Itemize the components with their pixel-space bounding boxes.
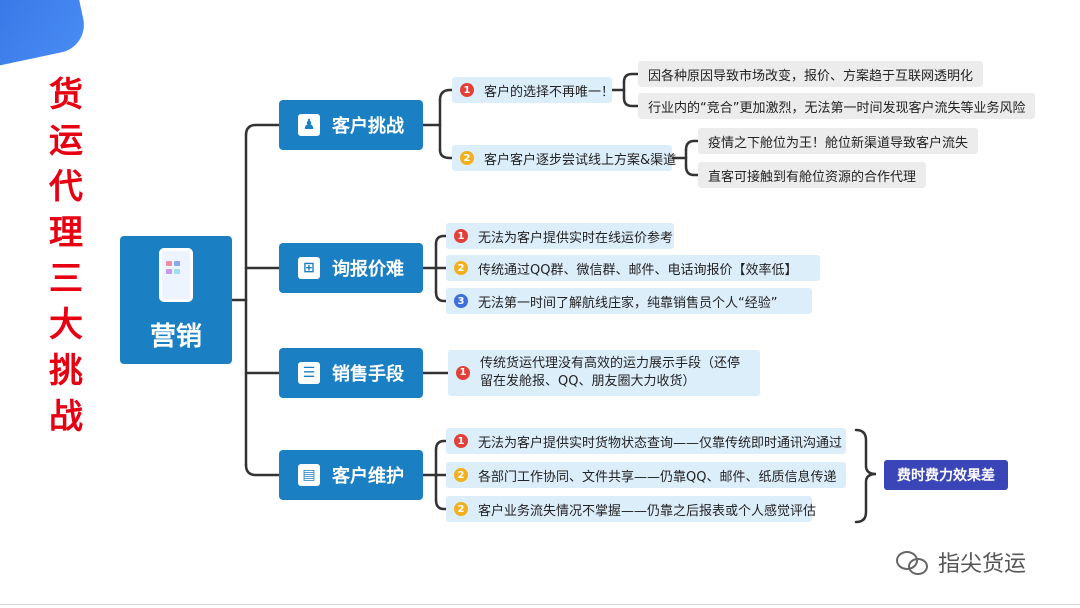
item-text: 无法为客户提供实时货物状态查询——仅靠传统即时通讯沟通过 [478, 435, 843, 451]
number-badge: 2 [454, 468, 468, 482]
list-item: 1 传统货运代理没有高效的运力展示手段（还停留在发舱报、QQ、朋友圈大力收货） [448, 350, 760, 396]
root-label: 营销 [149, 321, 202, 352]
number-badge: 2 [454, 502, 468, 516]
list-item: 3 无法第一时间了解航线庄家，纯靠销售员个人“经验” [446, 288, 812, 314]
watermark: 指尖货运 [896, 546, 1026, 578]
checklist-icon: ☰ [298, 362, 320, 384]
list-item: 1 客户的选择不再唯一！ [452, 77, 615, 103]
branch-label: 询报价难 [332, 259, 404, 280]
title-char: 战 [49, 397, 83, 437]
list-item: 1 无法为客户提供实时在线运价参考 [446, 223, 674, 249]
detail-item: 因各种原因导致市场改变，报价、方案趋于互联网透明化 [638, 61, 984, 87]
branch-label: 客户挑战 [332, 116, 404, 137]
item-text: 客户的选择不再唯一！ [484, 84, 615, 100]
list-item: 1 无法为客户提供实时货物状态查询——仅靠传统即时通讯沟通过 [446, 428, 846, 454]
branch-customer-challenge: ♟ 客户挑战 [279, 100, 423, 150]
watermark-text: 指尖货运 [938, 552, 1027, 577]
branch-label: 销售手段 [332, 364, 404, 385]
list-item: 2 客户业务流失情况不掌握——仍靠之后报表或个人感觉评估 [446, 496, 816, 522]
title-char: 货 [49, 75, 83, 115]
root-node: 营销 [120, 236, 232, 364]
number-badge: 2 [460, 151, 474, 165]
item-text: 各部门工作协同、文件共享——仍靠QQ、邮件、纸质信息传递 [478, 469, 837, 485]
branch-sales-means: ☰ 销售手段 [279, 348, 423, 398]
detail-item: 行业内的“竞合”更加激烈，无法第一时间发现客户流失等业务风险 [638, 93, 1036, 119]
detail-item: 疫情之下舱位为王！舱位新渠道导致客户流失 [698, 128, 979, 154]
calculator-icon: ⊞ [298, 257, 320, 279]
branch-label: 客户维护 [332, 466, 404, 487]
item-text: 客户客户逐步尝试线上方案&渠道 [484, 152, 677, 168]
title-char: 挑 [49, 351, 83, 391]
title-char: 三 [49, 259, 83, 299]
number-badge: 1 [460, 83, 474, 97]
list-item: 2 传统通过QQ群、微信群、邮件、电话询报价【效率低】 [446, 255, 820, 281]
branch-customer-maintenance: ▤ 客户维护 [279, 450, 423, 500]
number-badge: 1 [454, 229, 468, 243]
list-item: 2 各部门工作协同、文件共享——仍靠QQ、邮件、纸质信息传递 [446, 462, 846, 488]
item-text: 传统货运代理没有高效的运力展示手段（还停留在发舱报、QQ、朋友圈大力收货） [480, 356, 741, 389]
page-title: 货 运 代 理 三 大 挑 战 [44, 72, 88, 440]
item-text: 客户业务流失情况不掌握——仍靠之后报表或个人感觉评估 [478, 503, 817, 519]
list-item: 2 客户客户逐步尝试线上方案&渠道 [452, 145, 676, 171]
branch-quote-difficulty: ⊞ 询报价难 [279, 243, 423, 293]
item-text: 无法为客户提供实时在线运价参考 [478, 230, 674, 246]
number-badge: 3 [454, 294, 468, 308]
summary-badge: 费时费力效果差 [884, 460, 1008, 490]
detail-item: 直客可接触到有舱位资源的合作代理 [698, 162, 927, 188]
wechat-icon [896, 549, 930, 575]
title-char: 大 [49, 305, 83, 345]
item-text: 无法第一时间了解航线庄家，纯靠销售员个人“经验” [478, 295, 778, 311]
number-badge: 1 [454, 434, 468, 448]
number-badge: 2 [454, 261, 468, 275]
number-badge: 1 [456, 366, 470, 380]
contact-card-icon: ▤ [298, 464, 320, 486]
divider [0, 604, 1080, 605]
title-char: 理 [49, 213, 83, 253]
title-char: 运 [49, 121, 83, 161]
smartphone-icon [159, 247, 193, 302]
title-char: 代 [49, 167, 83, 207]
people-icon: ♟ [298, 114, 320, 136]
item-text: 传统通过QQ群、微信群、邮件、电话询报价【效率低】 [478, 262, 798, 278]
